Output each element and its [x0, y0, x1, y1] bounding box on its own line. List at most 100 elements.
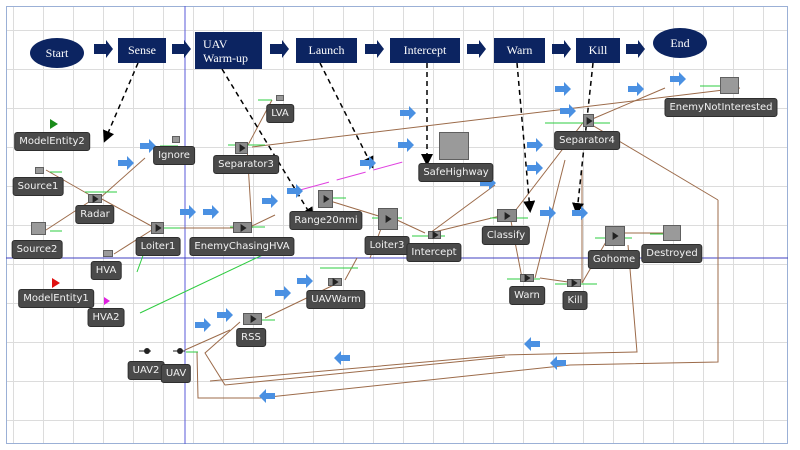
warn-mapping-arrow: [516, 62, 536, 213]
connector: [196, 351, 571, 399]
uav-icon[interactable]: [173, 346, 185, 356]
label-uav: UAV: [160, 364, 192, 383]
connector: [99, 157, 146, 199]
label-destroyed: Destroyed: [641, 244, 703, 263]
label-lva: LVA: [266, 104, 294, 123]
label-classify: Classify: [481, 226, 531, 245]
enemy-not-interested-block-icon[interactable]: [720, 77, 739, 94]
blue-arrow-icon: [195, 318, 211, 332]
hva-block-icon[interactable]: [103, 250, 113, 257]
blue-arrow-icon: [262, 194, 278, 208]
blue-arrow-icon: [550, 356, 566, 370]
label-uav-warm: UAVWarm: [306, 290, 366, 309]
launch-mapping-arrow: [319, 62, 374, 169]
classify-block-icon[interactable]: [497, 209, 517, 222]
label-gohome: Gohome: [587, 250, 641, 269]
loiter1-block-icon[interactable]: [151, 222, 164, 234]
blue-arrow-icon: [360, 156, 376, 170]
label-enemy-not-interested: EnemyNotInterested: [664, 98, 778, 117]
destroyed-block-icon[interactable]: [663, 225, 681, 241]
blue-arrow-icon: [572, 206, 588, 220]
phase-warn-label: Warn: [506, 43, 533, 57]
connectors: [45, 87, 741, 399]
flow-arrow-icon: [626, 40, 645, 58]
phase-sense[interactable]: Sense: [118, 38, 166, 63]
warn-block-icon[interactable]: [520, 274, 534, 282]
phase-flow-arrows: [94, 40, 645, 58]
blue-arrow-icon: [334, 351, 350, 365]
phase-end[interactable]: End: [653, 28, 707, 58]
blue-arrow-icon: [398, 138, 414, 152]
phase-warn[interactable]: Warn: [494, 38, 545, 63]
enemy-chasing-hva-block-icon[interactable]: [233, 222, 252, 233]
label-source2: Source2: [11, 240, 63, 259]
label-uav2: UAV2: [127, 361, 165, 380]
connector: [45, 197, 96, 231]
label-ignore: Ignore: [153, 146, 195, 165]
label-radar: Radar: [75, 205, 115, 224]
label-separator3: Separator3: [213, 155, 279, 174]
connector: [45, 169, 96, 199]
phase-end-label: End: [670, 35, 690, 50]
blue-arrow-icon: [259, 389, 275, 403]
flow-arrow-icon: [94, 40, 113, 58]
radar-block-icon[interactable]: [88, 194, 102, 203]
label-loiter1: Loiter1: [135, 237, 181, 256]
phase-intercept[interactable]: Intercept: [390, 38, 460, 63]
range20nmi-block-icon[interactable]: [318, 190, 333, 208]
phase-sense-label: Sense: [128, 43, 156, 57]
phase-start[interactable]: Start: [30, 38, 84, 68]
entity-flow-arrows: [118, 72, 686, 403]
intercept-block-icon[interactable]: [428, 231, 441, 239]
sense-mapping-arrow: [103, 62, 139, 143]
blue-arrow-icon: [275, 286, 291, 300]
source1-block-icon[interactable]: [35, 167, 44, 174]
blue-arrow-icon: [670, 72, 686, 86]
separator3-block-icon[interactable]: [235, 142, 248, 154]
connector: [99, 197, 156, 229]
uav2-icon[interactable]: [139, 346, 151, 356]
label-range20nmi: Range20nmi: [289, 211, 363, 230]
safe-highway-block-icon[interactable]: [439, 132, 469, 160]
blue-arrow-icon: [527, 161, 543, 175]
blue-arrow-icon: [140, 139, 156, 153]
blue-arrow-icon: [628, 82, 644, 96]
phase-intercept-label: Intercept: [403, 43, 447, 57]
lva-block-icon[interactable]: [276, 95, 284, 101]
phase-kill[interactable]: Kill: [576, 38, 620, 63]
label-model-entity1: ModelEntity1: [18, 289, 94, 308]
phase-launch[interactable]: Launch: [296, 38, 357, 63]
separator4-block-icon[interactable]: [583, 114, 594, 127]
label-warn: Warn: [509, 286, 545, 305]
gohome-block-icon[interactable]: [605, 226, 625, 246]
label-enemy-chasing-hva: EnemyChasingHVA: [189, 237, 295, 256]
ignore-block-icon[interactable]: [172, 136, 180, 143]
blue-arrow-icon: [555, 82, 571, 96]
model-entity2-icon[interactable]: [50, 119, 58, 129]
blue-arrow-icon: [297, 274, 313, 288]
connector: [429, 184, 496, 234]
phase-kill-label: Kill: [588, 43, 608, 57]
label-rss: RSS: [236, 328, 266, 347]
kill-block-icon[interactable]: [567, 279, 581, 287]
connector: [204, 321, 506, 386]
label-model-entity2: ModelEntity2: [14, 132, 90, 151]
source2-block-icon[interactable]: [31, 222, 46, 235]
blue-arrow-icon: [287, 184, 303, 198]
blue-arrow-icon: [203, 205, 219, 219]
connector: [264, 281, 341, 319]
label-hva: HVA: [90, 261, 122, 280]
blue-arrow-icon: [400, 106, 416, 120]
blue-arrow-icon: [560, 104, 576, 118]
rss-block-icon[interactable]: [243, 313, 262, 325]
label-hva2: HVA2: [87, 308, 125, 327]
loiter3-block-icon[interactable]: [378, 208, 398, 230]
connector: [344, 257, 358, 281]
model-entity1-icon[interactable]: [52, 278, 60, 288]
hva2-icon[interactable]: [104, 297, 110, 305]
magenta-link: [299, 159, 411, 191]
uav-warm-block-icon[interactable]: [328, 278, 342, 286]
label-safe-highway: SafeHighway: [418, 163, 494, 182]
